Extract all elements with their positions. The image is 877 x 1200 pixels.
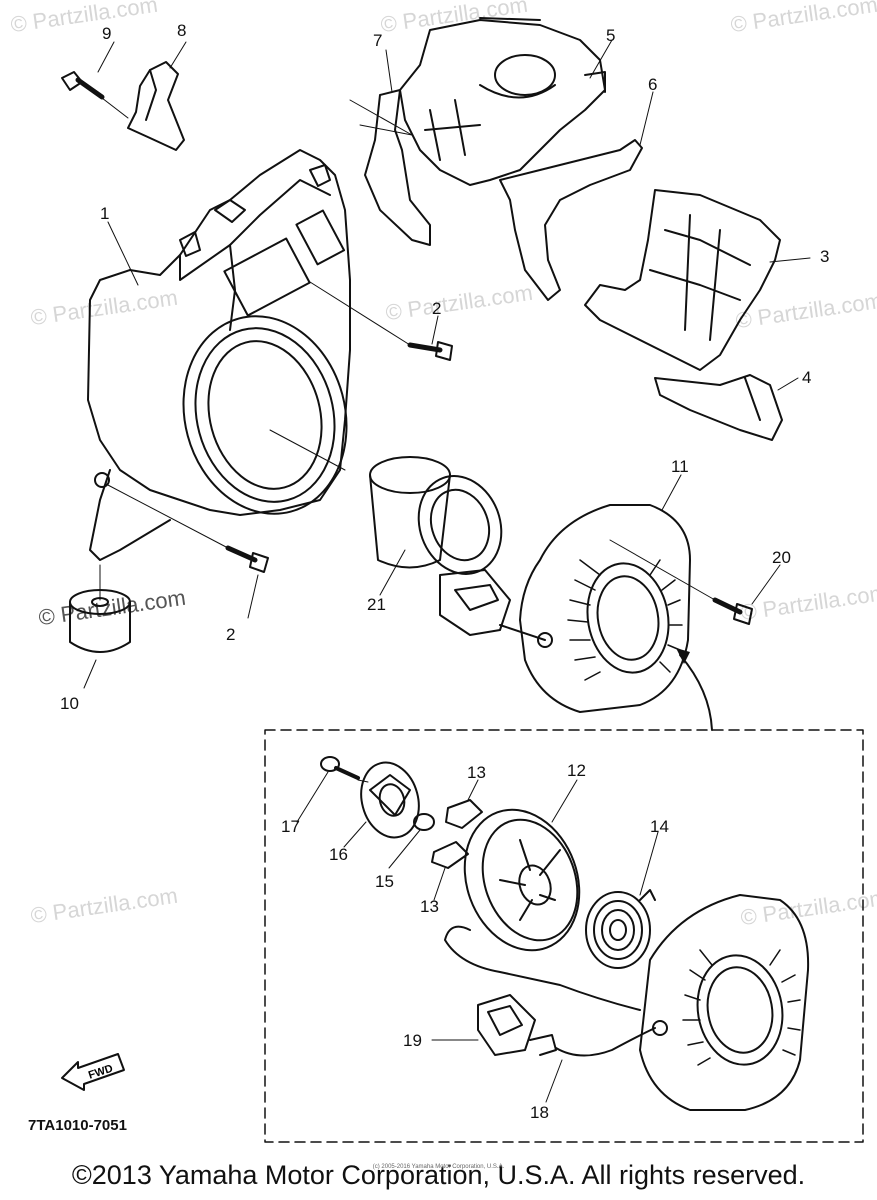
callout-21: 21	[367, 595, 386, 614]
callout-19: 19	[403, 1031, 422, 1050]
seal-strip-4-icon	[654, 374, 783, 441]
callout-5: 5	[606, 26, 616, 45]
sleeve-21-icon	[269, 429, 503, 575]
callout-20: 20	[772, 548, 791, 567]
fwd-arrow-icon: FWD	[58, 1048, 128, 1097]
bolt-9-icon	[61, 71, 129, 119]
callout-8: 8	[177, 21, 187, 40]
starter-handle-19-icon	[477, 994, 557, 1056]
callout-2-lower: 2	[226, 625, 236, 644]
recoil-starter-11-icon	[439, 504, 716, 713]
starter-case-icon	[639, 894, 810, 1111]
part-code: 7TA1010-7051	[28, 1117, 127, 1134]
callout-10: 10	[60, 694, 79, 713]
callout-7: 7	[373, 31, 383, 50]
callout-16: 16	[329, 845, 348, 864]
fan-housing-1-icon	[87, 149, 351, 561]
air-shroud-5-icon	[399, 17, 606, 186]
callout-3: 3	[820, 247, 830, 266]
callout-4: 4	[802, 368, 812, 387]
detail-box	[264, 729, 864, 1143]
callout-18: 18	[530, 1103, 549, 1122]
callout-6: 6	[648, 75, 658, 94]
bolt-2-lower-icon	[105, 483, 269, 573]
callout-13-upper: 13	[467, 763, 486, 782]
callout-11: 11	[671, 457, 689, 476]
leader-lines	[83, 39, 811, 1103]
ring-15-icon	[413, 813, 435, 831]
callout-13-lower: 13	[420, 897, 439, 916]
copyright-notice: ©2013 Yamaha Motor Corporation, U.S.A. A…	[71, 1160, 806, 1190]
spiral-spring-14-icon	[585, 889, 656, 969]
callout-12: 12	[567, 761, 586, 780]
bolt-20-icon	[712, 597, 753, 625]
bolt-2-upper-icon	[309, 281, 453, 361]
pawl-13-lower-icon	[431, 841, 469, 869]
baffle-7-icon	[349, 89, 431, 246]
rubber-mount-10-icon	[69, 564, 131, 653]
reel-12-icon	[444, 808, 641, 1011]
deflector-6-icon	[499, 139, 643, 301]
side-cover-3-icon	[584, 189, 781, 371]
callout-9: 9	[102, 24, 112, 43]
clip-bracket-8-icon	[127, 61, 185, 151]
callout-17: 17	[281, 817, 300, 836]
ratchet-plate-16-icon	[360, 761, 420, 839]
starter-rope-18-icon	[555, 1027, 656, 1057]
callout-14: 14	[650, 817, 669, 836]
tiny-notice: (c) 2005-2016 Yamaha Motor Corporation, …	[372, 1164, 505, 1170]
callout-15: 15	[375, 872, 394, 891]
detail-arrow-icon	[679, 654, 713, 731]
callout-1: 1	[100, 204, 110, 223]
pawl-13-upper-icon	[445, 799, 483, 829]
pin-17-icon	[320, 756, 369, 783]
callout-2: 2	[432, 299, 442, 318]
